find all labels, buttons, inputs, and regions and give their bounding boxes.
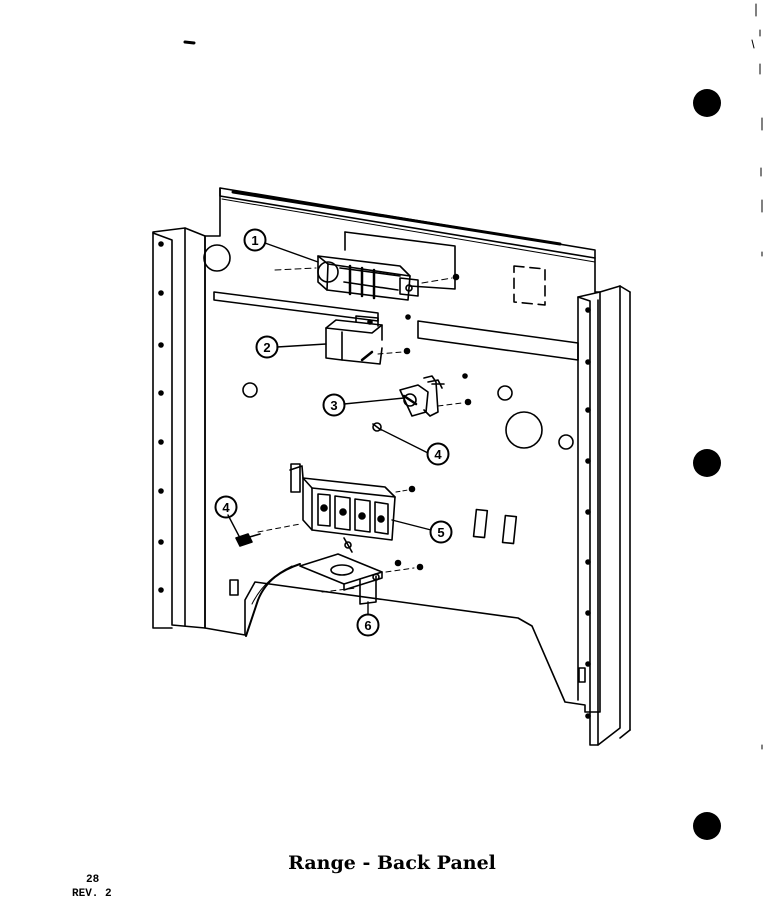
callout-4-upper: 4 [426,442,450,466]
binder-hole-bottom [693,812,721,840]
part-3-component [399,375,472,417]
svg-text:1: 1 [251,233,258,248]
callout-4-lower: 4 [214,495,238,519]
binder-hole-middle [693,449,721,477]
callout-1: 1 [243,228,267,252]
page-title: Range - Back Panel [288,852,496,874]
svg-text:5: 5 [437,525,444,540]
callout-6: 6 [356,613,380,637]
svg-text:4: 4 [222,500,230,515]
part-1-component [274,255,460,301]
part-4-screw-upper [372,422,382,432]
part-2-component [325,315,411,365]
svg-text:4: 4 [434,447,442,462]
callout-3: 3 [322,393,346,417]
callout-2: 2 [255,335,279,359]
svg-text:2: 2 [263,340,270,355]
callout-5: 5 [429,520,453,544]
part-6-component [299,553,424,605]
page-number: 28 [86,874,100,886]
scan-mark [183,40,196,45]
callout-leaders [227,242,432,615]
revision-label: REV. 2 [72,888,112,900]
back-panel [152,187,631,746]
svg-text:6: 6 [364,618,371,633]
svg-text:3: 3 [330,398,337,413]
part-5-component [257,463,416,553]
binder-hole-top [693,89,721,117]
scan-edge-specks [751,3,763,750]
